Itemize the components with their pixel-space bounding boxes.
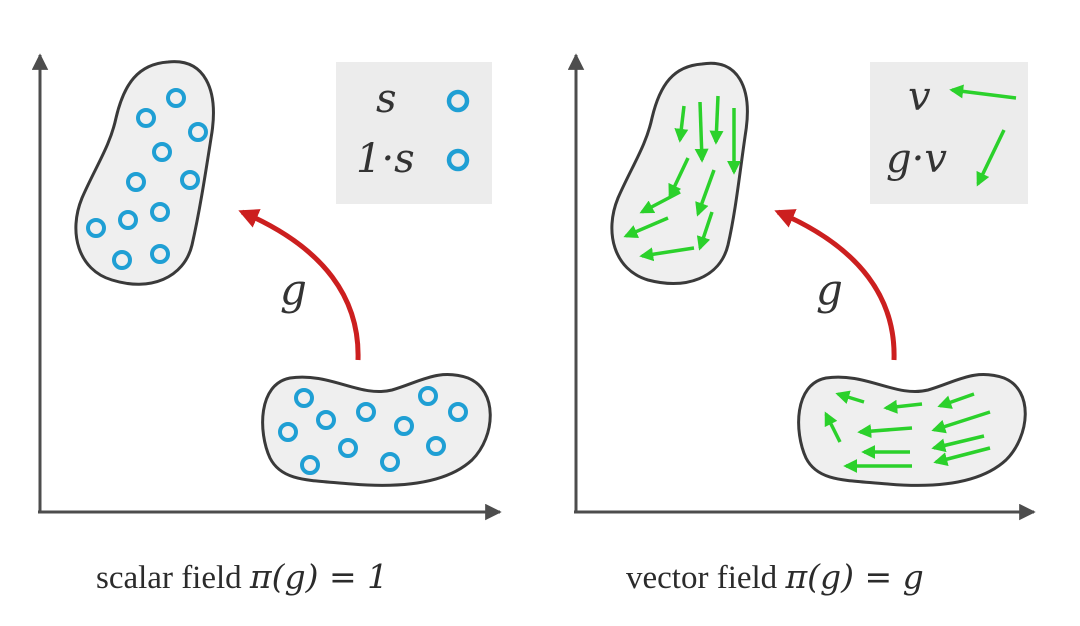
legend-box [336,62,492,204]
scalar-marker [418,386,438,406]
legend-label-v: v [908,74,931,120]
vector-arrow [694,101,709,163]
vector-arrows-original [824,390,991,473]
scalar-field-caption: scalar field π(g) = 1 [96,557,388,596]
scalar-field-panel: g s 1·s scalar field π(g) = 1 [31,53,502,596]
scalar-marker [380,452,400,472]
scalar-marker [112,250,132,270]
vector-arrows-transformed [623,95,741,262]
vector-arrow [639,190,681,214]
scalar-marker [150,244,170,264]
scalar-marker [180,170,200,190]
vector-arrow [931,434,985,453]
scalar-marker [118,210,138,230]
legend-label-gv: g·v [886,136,947,182]
scalar-marker [188,122,208,142]
scalar-marker [86,218,106,238]
scalar-marker [338,438,358,458]
scalar-markers-transformed [86,88,208,270]
vector-arrow [639,246,695,262]
vector-arrow [857,424,913,439]
arrow-left-icon [949,84,1017,100]
group-element-label: g [816,265,843,314]
vector-arrow [668,157,690,199]
vector-arrow [937,392,975,409]
vector-arrow [695,169,716,217]
vector-arrow [696,211,714,251]
arrow-down-left-icon [976,129,1006,187]
vector-arrow [824,411,842,443]
transformed-region-blob [74,60,215,286]
vector-arrow [709,95,724,145]
circle-marker-icon [446,148,470,172]
scalar-marker [166,88,186,108]
vector-field-panel: g v g·v vector field π(g) = g [567,53,1036,596]
vector-arrow [835,390,865,404]
legend-label-1s: 1·s [356,136,415,182]
vector-arrow [623,216,669,239]
scalar-marker [300,455,320,475]
scalar-marker [394,416,414,436]
vector-arrow [931,410,991,434]
scalar-marker [356,402,376,422]
scalar-legend: s 1·s [336,62,492,204]
vector-arrow [933,446,991,466]
scalar-marker [448,402,468,422]
group-element-label: g [280,265,307,314]
legend-label-s: s [376,76,397,122]
scalar-marker [294,388,314,408]
circle-marker-icon [446,89,470,113]
scalar-marker [316,410,336,430]
group-action-arrow [774,209,897,361]
scalar-marker [150,202,170,222]
vector-field-caption: vector field π(g) = g [626,557,924,596]
vector-arrow [674,105,689,143]
scalar-marker [426,436,446,456]
original-region-blob [797,373,1027,487]
vector-arrow [883,399,923,414]
vector-legend: v g·v [870,62,1028,204]
scalar-marker [136,108,156,128]
scalar-marker [126,172,146,192]
scalar-marker [278,422,298,442]
group-action-arrow [238,209,361,361]
scalar-marker [152,142,172,162]
scalar-markers-original [278,386,468,475]
